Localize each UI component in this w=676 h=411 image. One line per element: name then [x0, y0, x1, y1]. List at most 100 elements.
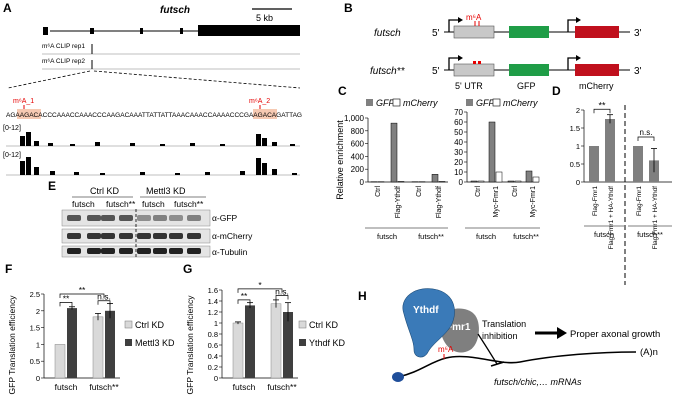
sig-bracket	[59, 293, 105, 298]
bar-mcherry	[438, 181, 446, 183]
bar-ythdf-kd	[283, 312, 293, 378]
scale-label: 5 kb	[256, 13, 273, 23]
blot-band	[87, 248, 101, 254]
y-tick-label: 600	[351, 140, 365, 149]
sig-bracket	[275, 295, 289, 300]
bar-mcherry	[514, 180, 522, 183]
coverage-bar	[140, 172, 145, 175]
lane-label: futsch**	[174, 199, 204, 209]
legend-kd: Ythdf KD	[309, 338, 346, 348]
promoter-arrow-icon	[567, 19, 578, 32]
five-prime: 5'	[432, 66, 440, 77]
legend-swatch-gfp	[366, 99, 373, 106]
panel-g: G GFP Translation efficiency 00.20.40.60…	[183, 262, 346, 394]
y-tick-label: 0	[459, 178, 464, 187]
coverage-bar	[175, 173, 180, 175]
x-tick-label: Flag-Fmr1	[592, 186, 599, 216]
x-tick-label: Myc-Fmr1	[530, 186, 537, 218]
legend-ctrl: Ctrl KD	[309, 320, 339, 330]
coverage-bar	[292, 173, 297, 175]
sig-bracket	[593, 108, 611, 114]
sig-label: **	[241, 291, 248, 301]
coverage-bar	[20, 136, 25, 146]
blot-band	[67, 215, 81, 221]
blot-band	[87, 233, 101, 239]
y-tick-label: 0.8	[208, 330, 218, 339]
y-tick-label: 2.5	[30, 290, 40, 299]
blot-band	[137, 233, 151, 239]
bar	[605, 119, 615, 182]
y-tick-label: 30	[454, 148, 463, 157]
lane-label: futsch	[72, 199, 95, 209]
motif-highlight-2	[253, 109, 277, 119]
blot-band	[137, 215, 151, 221]
group-label: futsch	[377, 232, 397, 241]
coverage-bar	[262, 138, 267, 146]
blot-band	[119, 215, 133, 221]
group-label: futsch**	[513, 232, 539, 241]
inhibition-line	[477, 333, 498, 365]
y-tick-label: 0	[214, 374, 218, 383]
coverage-bar	[26, 132, 31, 146]
motif-highlight-1	[17, 109, 41, 119]
coverage-bar	[240, 171, 245, 175]
utr-box	[453, 63, 495, 77]
y-tick-label: 1.5	[30, 324, 40, 333]
track-label-rep1: m⁶A CLIP rep1	[42, 43, 85, 50]
coverage-bar	[74, 172, 79, 175]
y-tick-label: 800	[351, 127, 365, 136]
bar	[589, 146, 599, 182]
coverage-bar	[160, 144, 165, 146]
coverage-track-2	[20, 157, 297, 175]
sig-bracket	[59, 302, 73, 307]
x-tick-label: futsch	[55, 382, 78, 392]
blot-band	[187, 248, 201, 254]
coverage-bar	[100, 173, 105, 175]
legend-swatch-kd	[299, 339, 306, 346]
y-tick-label: 0.4	[208, 352, 218, 361]
coverage-bar	[256, 134, 261, 146]
e-group-ctrl: Ctrl KD	[90, 186, 120, 196]
y-tick-label: 20	[454, 158, 463, 167]
lane-label: futsch	[142, 199, 165, 209]
sig-bracket	[237, 288, 283, 293]
coverage-bar	[272, 169, 277, 175]
y-tick-label: 0.5	[570, 160, 580, 169]
promoter-arrowhead-icon	[458, 17, 463, 23]
coverage-track-1	[20, 132, 295, 146]
panel-label-h: H	[358, 289, 367, 303]
polya-label: (A)n	[640, 347, 658, 358]
coverage-bar	[190, 143, 195, 146]
legend-ctrl: Ctrl KD	[135, 320, 165, 330]
x-tick-label: Ctrl	[475, 186, 482, 197]
panel-h: H Fmr1 Ythdf m⁶A Translation inhibition …	[358, 288, 660, 387]
group-label: futsch**	[637, 230, 663, 239]
bar-gfp	[390, 122, 398, 183]
zoom-line-right	[93, 70, 301, 89]
sig-label: *	[258, 280, 262, 290]
sig-label: n.s.	[97, 292, 111, 302]
promoter-arrow-icon	[448, 57, 460, 70]
y-tick-label: 1.2	[208, 308, 218, 317]
inhibition-bar	[490, 361, 505, 367]
x-tick-label: Ctrl	[375, 186, 382, 197]
y-tick-label: 10	[454, 168, 463, 177]
panel-label-d: D	[552, 84, 561, 98]
m6a-mark: m⁶A	[466, 13, 482, 22]
bar-gfp	[488, 121, 496, 183]
x-tick-label: Flag-Fmr1	[636, 186, 643, 216]
mcherry-box	[575, 26, 619, 38]
y-tick-label: 1	[576, 142, 580, 151]
blot-band	[101, 233, 115, 239]
gfp-label: GFP	[517, 81, 536, 91]
antibody-gfp: α-GFP	[212, 213, 238, 223]
coverage-bar	[220, 144, 225, 146]
legend-swatch-mcherry	[392, 98, 401, 107]
panel-c: C Relative enrichment GFP mCherry GFP mC…	[335, 84, 540, 241]
panel-label-b: B	[344, 1, 353, 15]
